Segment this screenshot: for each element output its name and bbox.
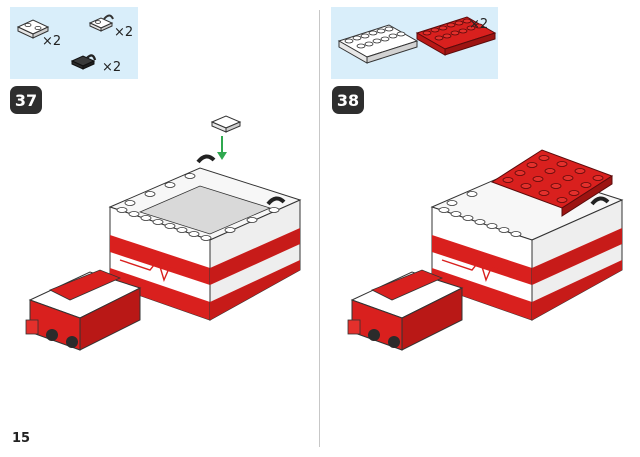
part-quantity: ×2: [102, 60, 122, 75]
white-plate-2x6-icon: [337, 24, 419, 64]
step-number-badge: 38: [332, 86, 364, 114]
ambulance-model: [347, 149, 624, 351]
black-clip-plate-icon: [70, 54, 97, 70]
part-quantity: ×2: [42, 34, 62, 49]
white-clip-plate-icon: [88, 14, 114, 32]
part-quantity: ×2: [469, 17, 489, 32]
red-plate-2x6-icon: [415, 16, 497, 56]
white-plate-1x2-icon: [16, 19, 50, 39]
parts-list-step-38: ×2: [331, 7, 498, 79]
page-number: 15: [12, 431, 31, 446]
parts-list-step-37: ×2 ×2 ×2: [10, 7, 138, 79]
part-quantity: ×2: [114, 25, 134, 40]
ambulance-model: [25, 115, 302, 351]
page-divider: [319, 10, 320, 447]
step-number-badge: 37: [10, 86, 42, 114]
